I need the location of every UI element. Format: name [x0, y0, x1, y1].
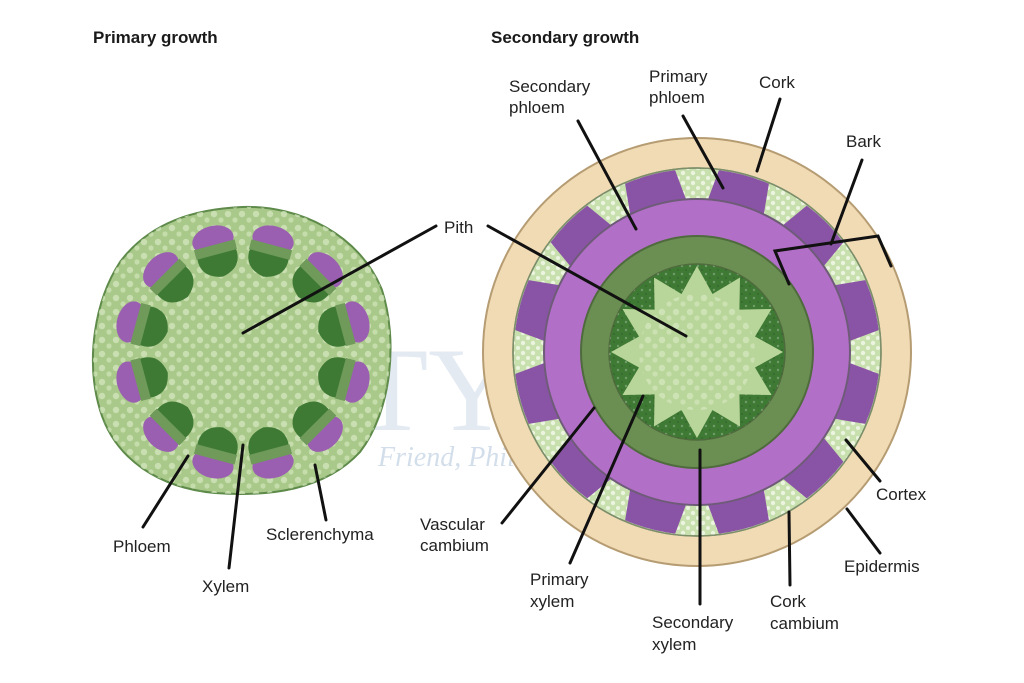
bundle-xylem — [292, 265, 330, 303]
bundle-cambium — [248, 444, 293, 465]
vascular-bundle — [192, 427, 238, 479]
bundle-xylem — [248, 427, 289, 456]
leader-pith-secondary — [486, 224, 688, 338]
pith-cells — [639, 294, 755, 410]
vascular-bundle — [292, 401, 343, 452]
label-cortex: Cortex — [876, 485, 927, 504]
label-vascular-cambium-line1: Vascular — [420, 515, 485, 534]
vascular-bundle — [116, 357, 168, 403]
label-secondary-xylem-line2: xylem — [652, 635, 696, 654]
primary-vascular-bundles — [116, 225, 370, 479]
primary-phloem-cluster — [515, 280, 561, 342]
bundle-cambium — [149, 408, 187, 446]
label-phloem: Phloem — [113, 537, 171, 556]
primary-phloem-cluster — [550, 205, 613, 268]
label-pith: Pith — [444, 218, 473, 237]
primary-phloem-cluster — [707, 488, 769, 534]
bundle-cambium — [130, 357, 151, 402]
label-secondary-xylem-line1: Secondary — [652, 613, 734, 632]
bundle-cambium — [299, 408, 337, 446]
primary-phloem-clusters — [515, 170, 879, 534]
leader-primary-phloem — [681, 114, 725, 190]
bundle-xylem — [248, 248, 289, 277]
primary-growth-title: Primary growth — [93, 28, 218, 47]
bark-bracket — [772, 234, 893, 286]
leader-xylem — [227, 443, 245, 570]
label-primary-phloem-line1: Primary — [649, 67, 708, 86]
bundle-cambium — [149, 258, 187, 296]
leader-primary-xylem — [568, 394, 645, 565]
primary-phloem-cluster — [781, 205, 844, 268]
vascular-bundle — [248, 225, 294, 277]
label-vascular-cambium-line2: cambium — [420, 536, 489, 555]
label-primary-xylem-line1: Primary — [530, 570, 589, 589]
bundle-xylem — [292, 401, 330, 439]
leader-epidermis — [845, 507, 882, 555]
secondary-labels: Secondary phloem Primary phloem Cork Bar… — [420, 67, 927, 654]
label-sclerenchyma: Sclerenchyma — [266, 525, 374, 544]
label-cork: Cork — [759, 73, 795, 92]
leader-pith-primary — [241, 224, 438, 335]
label-primary-phloem-line2: phloem — [649, 88, 705, 107]
leader-cork-cambium — [787, 510, 792, 587]
bundle-cambium — [248, 239, 293, 260]
bundle-xylem — [139, 306, 168, 347]
label-xylem: Xylem — [202, 577, 249, 596]
bundle-xylem — [318, 357, 347, 398]
primary-phloem-cluster — [515, 362, 561, 424]
label-bark: Bark — [846, 132, 881, 151]
leader-bark — [829, 158, 864, 246]
primary-stem — [91, 205, 392, 495]
leader-lines — [141, 97, 893, 606]
vascular-bundle — [143, 252, 194, 303]
primary-phloem-cluster — [707, 170, 769, 216]
primary-phloem-cluster — [550, 436, 613, 499]
leader-secondary-phloem — [576, 119, 638, 231]
label-epidermis: Epidermis — [844, 557, 920, 576]
bundle-xylem — [318, 306, 347, 347]
primary-phloem-cluster — [625, 170, 687, 216]
primary-phloem-cluster — [781, 436, 844, 499]
label-secondary-phloem-line2: phloem — [509, 98, 565, 117]
bundle-cambium — [130, 302, 151, 347]
bundle-xylem — [197, 427, 238, 456]
bundle-cambium — [193, 239, 238, 260]
leader-cork — [755, 97, 782, 173]
label-cork-cambium-line2: cambium — [770, 614, 839, 633]
primary-phloem-cluster — [833, 280, 879, 342]
bundle-cambium — [335, 302, 356, 347]
leader-sclerenchyma — [313, 463, 328, 522]
vascular-bundle — [116, 301, 168, 347]
primary-labels: Pith Phloem Xylem Sclerenchyma — [113, 218, 473, 596]
leader-cortex — [844, 438, 882, 483]
vascular-bundle — [318, 357, 370, 403]
secondary-growth-title: Secondary growth — [491, 28, 639, 47]
label-cork-cambium-line1: Cork — [770, 592, 806, 611]
bundle-xylem — [156, 401, 194, 439]
secondary-pith — [611, 266, 783, 438]
label-secondary-phloem-line1: Secondary — [509, 77, 591, 96]
bundle-xylem — [139, 357, 168, 398]
primary-phloem-cluster — [625, 488, 687, 534]
leader-vascular-cambium — [500, 406, 596, 525]
secondary-stem — [482, 137, 912, 567]
vascular-bundle — [143, 401, 194, 452]
vascular-bundle — [192, 225, 238, 277]
cork-cambium-line — [512, 167, 882, 537]
primary-phloem-cluster — [833, 362, 879, 424]
leader-phloem — [141, 454, 190, 529]
bundle-xylem — [197, 248, 238, 277]
label-primary-xylem-line2: xylem — [530, 592, 574, 611]
bundle-xylem — [156, 265, 194, 303]
vascular-bundle — [248, 427, 294, 479]
bundle-cambium — [335, 357, 356, 402]
bundle-cambium — [193, 444, 238, 465]
vascular-bundle — [318, 301, 370, 347]
